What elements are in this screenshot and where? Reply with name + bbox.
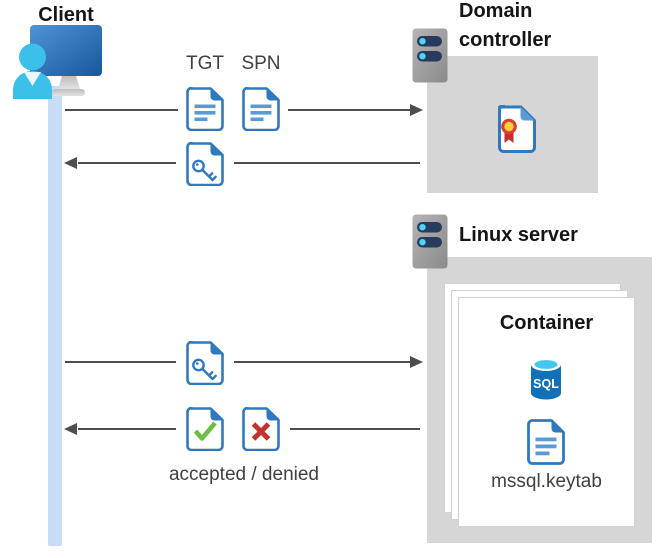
key-document-icon — [186, 341, 224, 385]
linux-server-label: Linux server — [459, 224, 578, 246]
client-label: Client — [38, 4, 94, 26]
key-ticket-row-2 — [176, 338, 234, 388]
domain-controller-label: Domain controller — [459, 0, 552, 51]
arrowhead-left-client-2 — [64, 423, 77, 435]
sql-database-icon: SQL — [531, 358, 561, 400]
tgt-document-icon — [186, 87, 224, 131]
keytab-label: mssql.keytab — [491, 471, 602, 492]
keytab-document-icon — [527, 419, 565, 465]
arrow-line-client-to-linux — [65, 361, 411, 363]
certificate-document-icon — [498, 105, 536, 153]
cross-document-icon — [242, 407, 280, 451]
server-icon — [412, 28, 448, 83]
person-at-monitor-icon — [13, 25, 102, 99]
arrow-line-dc-to-client — [78, 162, 420, 164]
tgt-label: TGT — [186, 53, 224, 74]
arrowhead-right-dc — [410, 104, 423, 116]
spn-label: SPN — [241, 53, 281, 74]
key-ticket-row-1 — [176, 139, 234, 189]
sql-icon-text: SQL — [533, 377, 559, 391]
check-document-icon — [186, 407, 224, 451]
ticket-documents-row — [178, 84, 288, 134]
arrowhead-right-linux — [410, 356, 423, 368]
container-card: Container SQL mssql.keytab — [458, 297, 635, 527]
accepted-denied-row — [176, 404, 290, 454]
client-timeline-bar — [48, 86, 62, 546]
key-document-icon — [186, 142, 224, 186]
arrowhead-left-client-1 — [64, 157, 77, 169]
accepted-denied-label: accepted / denied — [168, 464, 319, 485]
spn-document-icon — [242, 87, 280, 131]
server-icon — [412, 214, 448, 269]
container-label: Container — [499, 312, 594, 334]
